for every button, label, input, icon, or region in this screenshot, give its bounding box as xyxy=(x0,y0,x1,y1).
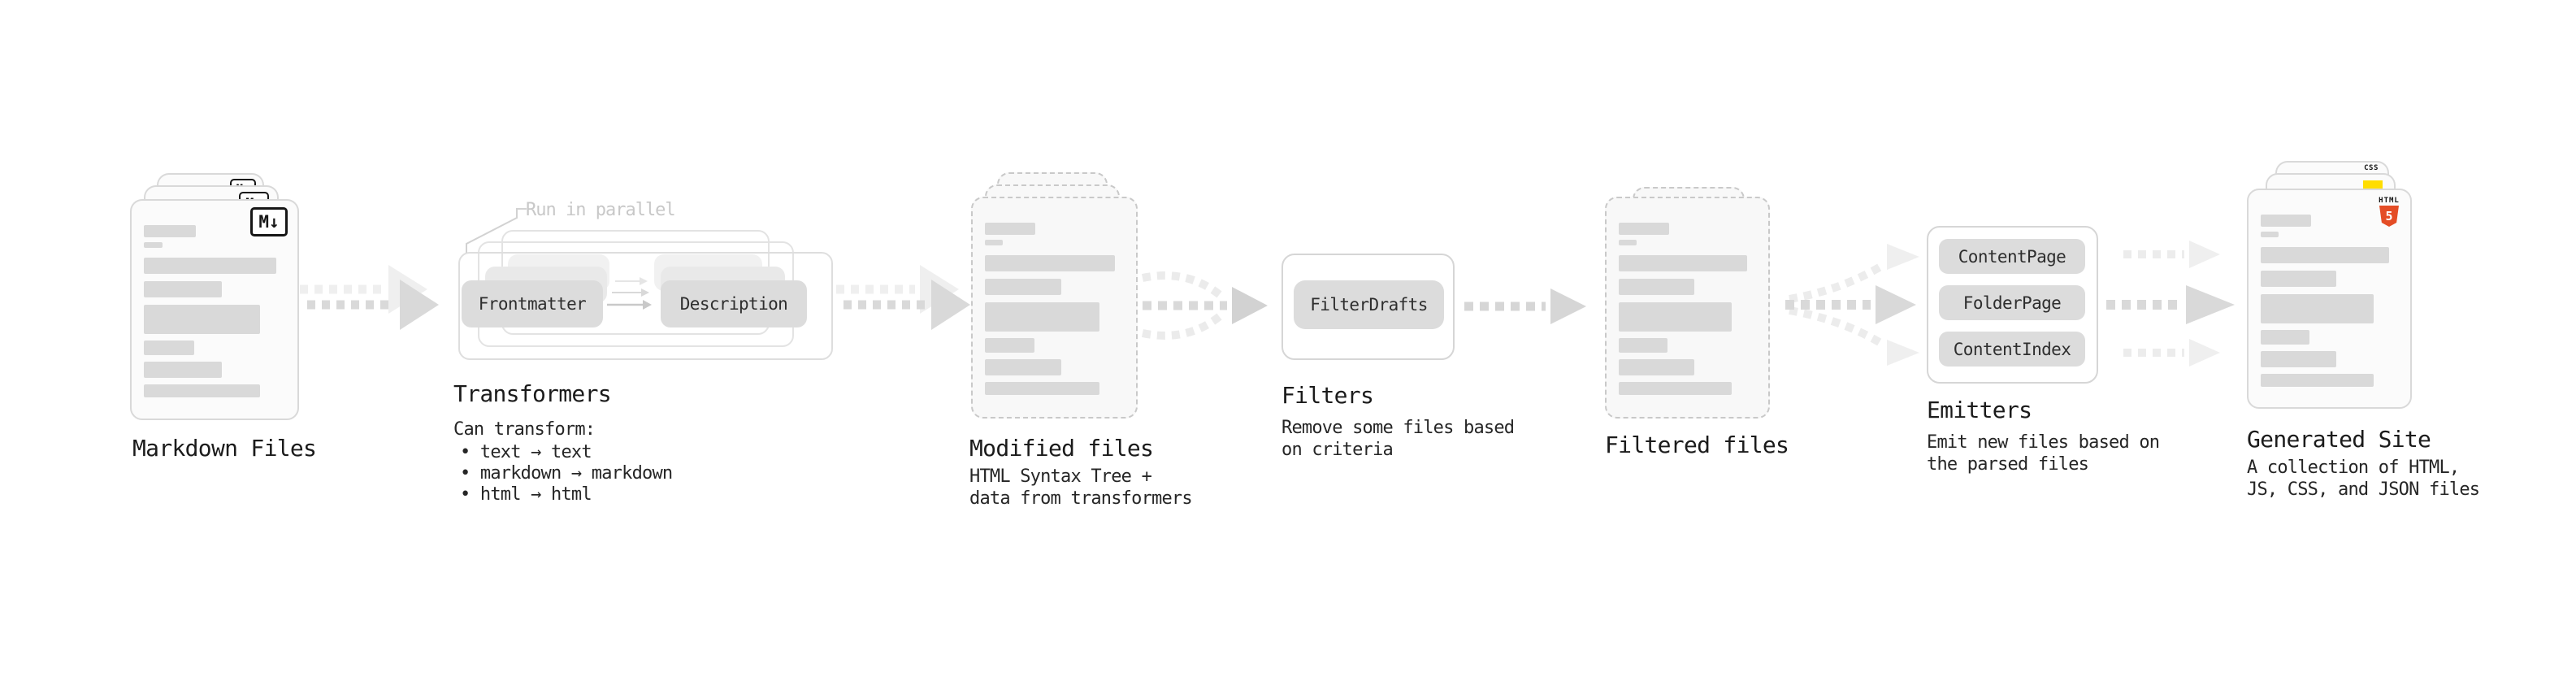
skeleton-bar xyxy=(2261,232,2279,237)
filters-description-line: on criteria xyxy=(1281,440,1394,460)
document-skeleton xyxy=(1619,223,1747,395)
skeleton-bar xyxy=(144,305,261,334)
css-icon-label: CSS xyxy=(2364,164,2379,172)
skeleton-bar xyxy=(985,302,1099,332)
arrow-filters-to-filtered xyxy=(1464,288,1586,324)
skeleton-bar xyxy=(985,382,1099,395)
skeleton-bar xyxy=(2261,247,2389,263)
skeleton-bar xyxy=(144,258,276,274)
arrow-emitters-to-generated xyxy=(2106,241,2235,367)
skeleton-bar xyxy=(144,362,223,378)
generated-html-file-card: HTML 5 xyxy=(2247,189,2412,409)
transformers-description-line: • text → text xyxy=(460,442,592,462)
transformer-frame-front xyxy=(458,252,833,360)
document-skeleton xyxy=(144,225,276,397)
folderpage-button: FolderPage xyxy=(1939,285,2085,320)
modified-files-description-line: HTML Syntax Tree + xyxy=(969,466,1152,487)
arrow-markdown-to-transformers xyxy=(300,265,439,330)
stage-label-transformers: Transformers xyxy=(453,380,612,407)
stage-label-modified-files: Modified files xyxy=(969,435,1154,462)
skeleton-bar xyxy=(2261,351,2337,367)
transformers-description-line: • markdown → markdown xyxy=(460,463,673,484)
generated-site-description-line: A collection of HTML, xyxy=(2247,458,2460,478)
skeleton-bar xyxy=(1619,382,1733,395)
generated-site-description-line: JS, CSS, and JSON files xyxy=(2247,479,2480,500)
skeleton-bar xyxy=(144,242,163,248)
skeleton-bar xyxy=(985,223,1036,235)
skeleton-bar xyxy=(1619,279,1695,295)
stage-label-generated-site: Generated Site xyxy=(2247,426,2431,453)
arrow-modified-to-filters xyxy=(1141,271,1268,340)
arrow-transformers-to-modified xyxy=(836,265,970,330)
contentpage-button: ContentPage xyxy=(1939,239,2085,274)
transformers-description-line: Can transform: xyxy=(453,419,596,440)
transformers-description-line: • html → html xyxy=(460,484,592,505)
skeleton-bar xyxy=(144,384,261,397)
document-skeleton xyxy=(985,223,1115,395)
stage-label-filtered-files: Filtered files xyxy=(1605,432,1789,458)
skeleton-bar xyxy=(144,225,196,237)
skeleton-bar xyxy=(2261,374,2374,387)
skeleton-bar xyxy=(144,281,223,297)
modified-files-description-line: data from transformers xyxy=(969,488,1193,509)
html5-icon-shield: 5 xyxy=(2379,206,2399,227)
skeleton-bar xyxy=(985,240,1004,245)
filtered-file-card-front xyxy=(1605,197,1770,419)
skeleton-bar xyxy=(985,359,1062,375)
html5-icon-label: HTML xyxy=(2379,197,2400,205)
emitters-description-line: Emit new files based on xyxy=(1927,432,2160,453)
skeleton-bar xyxy=(985,255,1115,271)
contentindex-button: ContentIndex xyxy=(1939,332,2085,367)
skeleton-bar xyxy=(1619,338,1668,353)
skeleton-bar xyxy=(2261,294,2374,323)
javascript-icon xyxy=(2363,180,2383,189)
skeleton-bar xyxy=(144,340,194,355)
html5-icon: HTML 5 xyxy=(2378,197,2400,227)
skeleton-bar xyxy=(2261,215,2311,227)
description-button: Description xyxy=(661,280,807,327)
markdown-icon: M↓ xyxy=(250,207,288,236)
markdown-file-card-front: M↓ xyxy=(130,199,299,420)
skeleton-bar xyxy=(1619,223,1669,235)
skeleton-bar xyxy=(2261,271,2337,287)
stage-label-markdown-files: Markdown Files xyxy=(132,435,317,462)
skeleton-bar xyxy=(1619,255,1747,271)
arrow-filtered-to-emitters xyxy=(1785,244,1919,366)
emitters-description-line: the parsed files xyxy=(1927,454,2089,475)
skeleton-bar xyxy=(985,279,1062,295)
skeleton-bar xyxy=(985,338,1034,353)
filters-description-line: Remove some files based xyxy=(1281,418,1515,438)
skeleton-bar xyxy=(1619,359,1695,375)
frontmatter-button: Frontmatter xyxy=(462,280,603,327)
skeleton-bar xyxy=(1619,240,1637,245)
document-skeleton xyxy=(2261,215,2389,387)
stage-label-filters: Filters xyxy=(1281,382,1374,409)
skeleton-bar xyxy=(2261,330,2310,345)
stage-label-emitters: Emitters xyxy=(1927,397,2032,423)
modified-file-card-front xyxy=(971,197,1138,419)
skeleton-bar xyxy=(1619,302,1733,332)
run-in-parallel-annotation: Run in parallel xyxy=(526,200,676,220)
filterdrafts-button: FilterDrafts xyxy=(1294,280,1444,329)
